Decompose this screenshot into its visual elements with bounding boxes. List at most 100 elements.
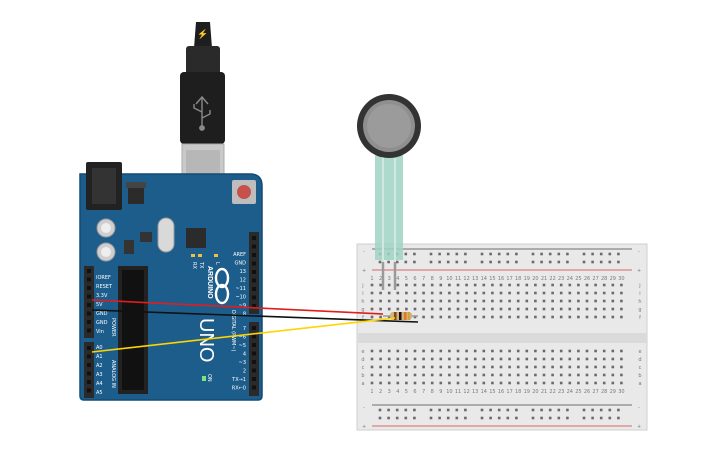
breadboard-hole[interactable] (602, 307, 606, 311)
breadboard-hole[interactable] (413, 299, 417, 303)
breadboard-hole[interactable] (599, 260, 603, 264)
breadboard-hole[interactable] (542, 291, 546, 295)
breadboard-hole[interactable] (585, 291, 589, 295)
breadboard-hole[interactable] (448, 307, 451, 311)
breadboard-hole[interactable] (489, 260, 492, 264)
header-hole[interactable] (252, 351, 256, 356)
breadboard-hole[interactable] (620, 315, 623, 319)
breadboard-hole[interactable] (617, 408, 620, 412)
wire-red-5v[interactable] (91, 299, 384, 315)
breadboard-hole[interactable] (413, 381, 417, 385)
breadboard-hole[interactable] (422, 307, 425, 311)
header-hole[interactable] (87, 303, 91, 307)
breadboard-hole[interactable] (370, 357, 374, 361)
breadboard-hole[interactable] (396, 349, 400, 353)
breadboard-hole[interactable] (370, 299, 374, 303)
breadboard-hole[interactable] (591, 252, 594, 256)
breadboard-hole[interactable] (404, 408, 408, 412)
breadboard-hole[interactable] (577, 373, 580, 377)
breadboard-hole[interactable] (429, 252, 433, 256)
breadboard-hole[interactable] (531, 408, 535, 412)
breadboard-hole[interactable] (480, 252, 484, 256)
breadboard-hole[interactable] (491, 291, 494, 295)
breadboard-hole[interactable] (396, 365, 400, 369)
breadboard-hole[interactable] (559, 349, 563, 353)
breadboard-hole[interactable] (591, 260, 594, 264)
header-hole[interactable] (252, 261, 256, 266)
breadboard-hole[interactable] (577, 381, 580, 385)
breadboard-hole[interactable] (542, 365, 546, 369)
breadboard-hole[interactable] (473, 291, 477, 295)
breadboard-hole[interactable] (585, 315, 589, 319)
header-hole[interactable] (87, 277, 91, 282)
breadboard-hole[interactable] (525, 373, 529, 377)
breadboard-hole[interactable] (489, 252, 492, 256)
breadboard-hole[interactable] (430, 357, 434, 361)
breadboard-hole[interactable] (542, 315, 546, 319)
breadboard-hole[interactable] (617, 416, 620, 420)
breadboard-hole[interactable] (491, 365, 494, 369)
breadboard-hole[interactable] (448, 299, 451, 303)
breadboard-hole[interactable] (525, 307, 529, 311)
breadboard-hole[interactable] (499, 349, 503, 353)
breadboard-hole[interactable] (491, 381, 494, 385)
breadboard-hole[interactable] (620, 307, 623, 311)
breadboard-hole[interactable] (455, 408, 459, 412)
breadboard-hole[interactable] (551, 291, 554, 295)
breadboard-hole[interactable] (559, 373, 563, 377)
breadboard-hole[interactable] (370, 349, 374, 353)
breadboard-hole[interactable] (602, 315, 606, 319)
header-hole[interactable] (87, 363, 91, 367)
breadboard-hole[interactable] (413, 260, 416, 264)
breadboard-hole[interactable] (497, 408, 501, 412)
header-hole[interactable] (252, 287, 256, 291)
header-hole[interactable] (252, 295, 256, 300)
breadboard-hole[interactable] (542, 381, 546, 385)
breadboard-hole[interactable] (396, 307, 400, 311)
breadboard-hole[interactable] (405, 373, 408, 377)
breadboard-hole[interactable] (370, 307, 374, 311)
breadboard-hole[interactable] (611, 365, 615, 369)
breadboard-hole[interactable] (508, 381, 511, 385)
breadboard-hole[interactable] (387, 291, 391, 295)
breadboard-hole[interactable] (551, 349, 554, 353)
resistor[interactable] (383, 312, 418, 320)
breadboard-hole[interactable] (405, 365, 408, 369)
breadboard-hole[interactable] (482, 365, 486, 369)
breadboard-hole[interactable] (568, 299, 572, 303)
breadboard-hole[interactable] (448, 291, 451, 295)
breadboard-hole[interactable] (395, 260, 399, 264)
breadboard-hole[interactable] (559, 291, 563, 295)
breadboard-hole[interactable] (438, 260, 441, 264)
breadboard-hole[interactable] (499, 365, 503, 369)
breadboard-hole[interactable] (620, 365, 623, 369)
breadboard-hole[interactable] (370, 381, 374, 385)
breadboard-hole[interactable] (551, 315, 554, 319)
header-hole[interactable] (252, 360, 256, 364)
breadboard-hole[interactable] (525, 315, 529, 319)
breadboard-hole[interactable] (480, 416, 484, 420)
breadboard-hole[interactable] (515, 252, 518, 256)
breadboard-hole[interactable] (608, 252, 612, 256)
breadboard-hole[interactable] (422, 357, 425, 361)
breadboard-hole[interactable] (379, 283, 382, 287)
header-hole[interactable] (252, 377, 256, 381)
header-hole[interactable] (252, 236, 256, 240)
breadboard-hole[interactable] (465, 365, 468, 369)
breadboard-hole[interactable] (566, 416, 569, 420)
breadboard-hole[interactable] (404, 260, 408, 264)
header-hole[interactable] (87, 388, 91, 393)
breadboard-hole[interactable] (508, 357, 511, 361)
breadboard-hole[interactable] (489, 416, 492, 420)
breadboard-hole[interactable] (516, 381, 520, 385)
breadboard-hole[interactable] (611, 349, 615, 353)
breadboard-hole[interactable] (548, 408, 552, 412)
breadboard-hole[interactable] (464, 252, 467, 256)
breadboard-hole[interactable] (482, 381, 486, 385)
breadboard-hole[interactable] (577, 365, 580, 369)
breadboard-hole[interactable] (506, 416, 510, 420)
breadboard-hole[interactable] (611, 299, 615, 303)
breadboard-hole[interactable] (413, 283, 417, 287)
breadboard-hole[interactable] (617, 260, 620, 264)
header-hole[interactable] (252, 385, 256, 390)
